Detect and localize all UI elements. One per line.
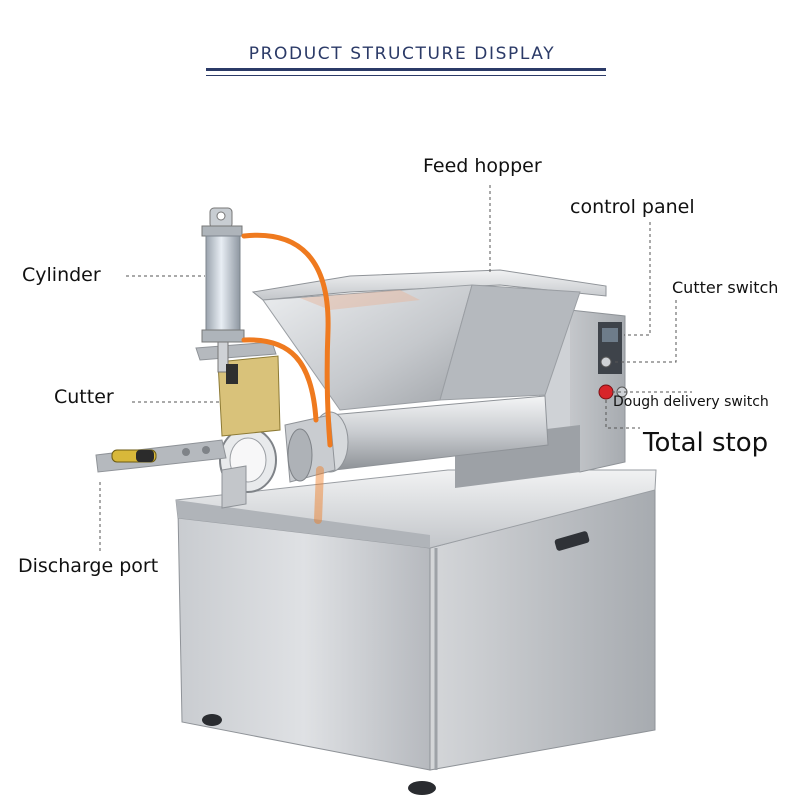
leader-total-stop bbox=[605, 400, 640, 429]
leader-cutter-switch bbox=[612, 300, 677, 363]
feed-hopper bbox=[251, 269, 607, 411]
mounting-bracket bbox=[95, 439, 247, 509]
page-title: PRODUCT STRUCTURE DISPLAY bbox=[248, 44, 556, 64]
caster-wheel bbox=[202, 714, 222, 726]
cutter-plate bbox=[195, 341, 281, 437]
machine-base-cabinet bbox=[175, 469, 657, 795]
label-cutter-switch: Cutter switch bbox=[672, 278, 779, 297]
caster-wheel bbox=[408, 781, 436, 795]
air-hoses bbox=[241, 232, 333, 524]
label-discharge-port: Discharge port bbox=[18, 555, 159, 577]
label-total-stop: Total stop bbox=[643, 428, 769, 458]
label-dough-delivery-switch: Dough delivery switch bbox=[613, 394, 769, 410]
title-underline bbox=[206, 68, 606, 71]
total-stop-button bbox=[598, 384, 614, 400]
label-cylinder: Cylinder bbox=[22, 264, 101, 286]
label-cutter: Cutter bbox=[54, 386, 114, 408]
control-panel bbox=[598, 322, 628, 400]
cutter-switch-knob bbox=[600, 356, 612, 368]
label-control-panel: control panel bbox=[570, 196, 695, 218]
label-feed-hopper: Feed hopper bbox=[423, 155, 542, 177]
pneumatic-cylinder bbox=[201, 207, 245, 384]
title-underline-thin bbox=[206, 75, 606, 76]
leader-control-panel bbox=[624, 222, 651, 336]
leader-lines bbox=[99, 185, 692, 552]
cabinet-handle bbox=[554, 531, 590, 551]
